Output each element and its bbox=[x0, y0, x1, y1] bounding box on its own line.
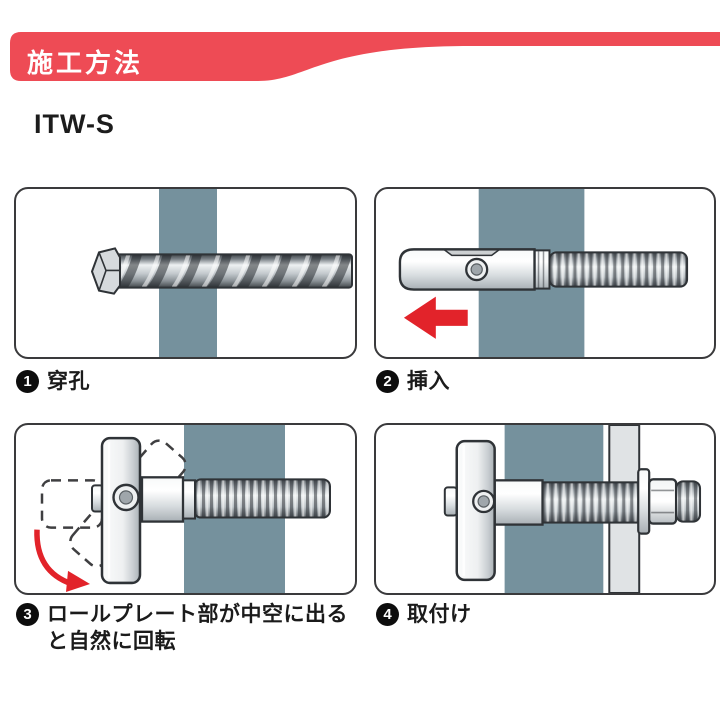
insert-direction-arrow-icon bbox=[403, 296, 468, 339]
step-caption-label: 穿孔 bbox=[47, 370, 90, 393]
step-number-badge: 1 bbox=[16, 370, 39, 393]
rotation-illustration bbox=[34, 425, 331, 593]
step-caption-insertion: 2 挿入 bbox=[376, 368, 450, 395]
nut bbox=[648, 478, 678, 525]
anchor-body-illustration bbox=[398, 248, 689, 291]
anchor-body-illustration bbox=[91, 436, 331, 585]
step-caption-label: ロールプレート部が中空に出る と自然に回転 bbox=[47, 601, 348, 655]
header-ribbon bbox=[10, 32, 720, 81]
anchor-sleeve bbox=[493, 479, 544, 526]
sleeve-stub bbox=[443, 486, 458, 517]
caption-line-2: と自然に回転 bbox=[47, 630, 176, 653]
step-panel-drilling bbox=[14, 187, 357, 359]
product-model-title: ITW-S bbox=[34, 109, 115, 139]
page-title: 施工方法 bbox=[27, 48, 144, 78]
step-caption-label: 挿入 bbox=[407, 370, 450, 393]
step-panel-insertion bbox=[374, 187, 716, 359]
roll-plate bbox=[455, 439, 496, 582]
header-ribbon-shape bbox=[10, 32, 720, 81]
step-caption-label: 取付け bbox=[407, 603, 472, 626]
insertion-illustration bbox=[398, 189, 689, 357]
anchor-body-illustration bbox=[443, 439, 702, 582]
rotate-arrow-icon bbox=[34, 529, 90, 592]
step-panel-rotation bbox=[14, 423, 357, 595]
step-caption-rotation: 3 ロールプレート部が中空に出る と自然に回転 bbox=[16, 601, 348, 655]
step-number-badge: 4 bbox=[376, 603, 399, 626]
sleeve-notch bbox=[441, 248, 502, 257]
step-caption-drilling: 1 穿孔 bbox=[16, 368, 90, 395]
caption-line-1: ロールプレート部が中空に出る bbox=[47, 603, 348, 626]
step-number-badge: 2 bbox=[376, 370, 399, 393]
anchor-sleeve bbox=[140, 476, 185, 523]
drilling-illustration bbox=[90, 189, 353, 357]
step-caption-fastening: 4 取付け bbox=[376, 601, 472, 628]
anchor-collar bbox=[533, 249, 551, 290]
fastening-illustration bbox=[443, 425, 702, 593]
drill-bit-illustration bbox=[90, 247, 353, 295]
roll-plate bbox=[100, 436, 142, 585]
step-number-badge: 3 bbox=[16, 603, 39, 626]
washer bbox=[637, 468, 651, 535]
step-panel-fastening bbox=[374, 423, 716, 595]
